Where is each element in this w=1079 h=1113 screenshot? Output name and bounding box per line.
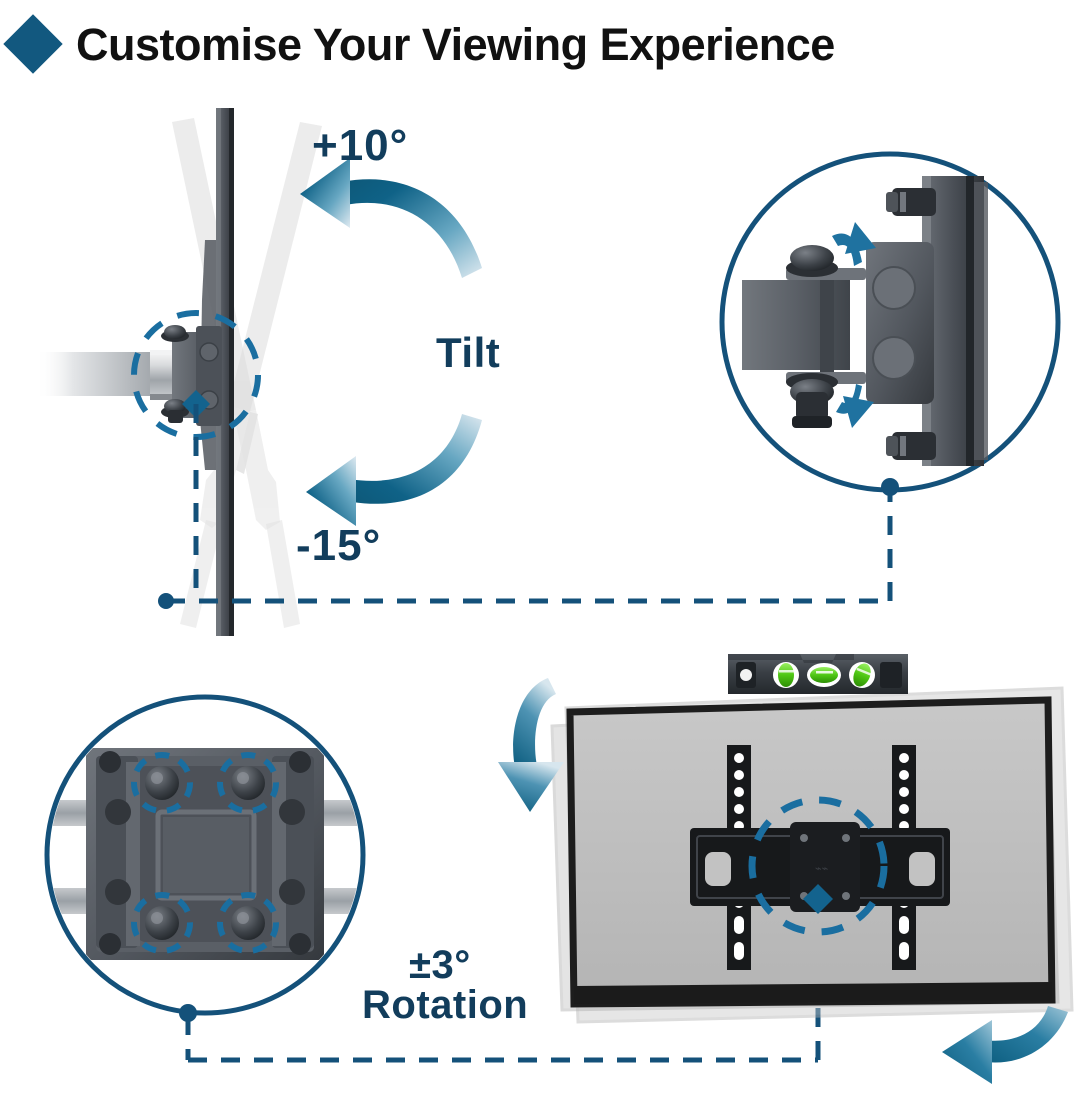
tilt-pivot-highlight bbox=[131, 310, 261, 440]
rotation-bolt-br bbox=[231, 906, 265, 940]
page-title: Customise Your Viewing Experience bbox=[76, 18, 835, 70]
curved-arrow-rotate-right bbox=[942, 1006, 1068, 1084]
level-vial-left bbox=[773, 662, 799, 688]
diamond-icon bbox=[3, 14, 63, 74]
leader-node-rotation bbox=[179, 1004, 197, 1022]
dashed-ring-bolt-tl bbox=[131, 752, 193, 814]
rotation-tv-view: ⌁⌁ bbox=[498, 654, 1074, 1084]
vertical-rail-left bbox=[727, 745, 751, 970]
bolt-head-bottom bbox=[786, 373, 838, 428]
spirit-level bbox=[728, 654, 908, 694]
vertical-rail-right bbox=[892, 745, 916, 970]
dashed-ring-bolt-br bbox=[217, 892, 279, 954]
tilt-highlight-node bbox=[182, 390, 210, 418]
page-header: Customise Your Viewing Experience bbox=[0, 8, 1079, 80]
bolt-head-top bbox=[786, 245, 838, 277]
tv-ghost-tilt-up bbox=[200, 122, 322, 528]
tv-side-profile bbox=[200, 108, 234, 636]
tilt-side-view-group bbox=[36, 108, 322, 636]
curved-arrow-tilt-down bbox=[306, 414, 482, 526]
curved-arrow-small-up bbox=[832, 222, 876, 266]
label-tilt-up-angle: +10° bbox=[312, 121, 409, 170]
leader-node-tilt-left bbox=[158, 593, 174, 609]
tv-ghost-rot-cw bbox=[550, 698, 1060, 1012]
tv-edge-screw-top bbox=[886, 188, 936, 216]
label-rotation-feature: Rotation bbox=[362, 983, 529, 1027]
rotation-centre-highlight bbox=[748, 796, 888, 936]
pivot-bolt-top bbox=[161, 325, 189, 342]
label-tilt-down-angle: -15° bbox=[296, 521, 382, 570]
curved-arrow-rotate-left bbox=[498, 678, 564, 812]
tilt-detail-callout bbox=[719, 151, 1061, 496]
curved-arrow-tilt-up bbox=[300, 158, 482, 278]
pivot-bolt-bottom bbox=[161, 399, 189, 423]
level-vial-centre bbox=[807, 663, 841, 687]
tilt-pivot-bracket bbox=[161, 325, 222, 426]
rotation-bolt-tl bbox=[145, 766, 179, 800]
rotation-bolt-tr bbox=[231, 766, 265, 800]
tv-ghost-lower bbox=[180, 520, 300, 628]
rotation-centre-node bbox=[803, 884, 833, 914]
tv-edge-screw-bottom bbox=[886, 432, 936, 460]
leader-line-rotation bbox=[185, 900, 821, 1063]
label-rotation-angle: ±3° bbox=[409, 943, 471, 987]
label-tilt-feature: Tilt bbox=[436, 329, 501, 376]
rotation-detail-callout bbox=[44, 694, 366, 1016]
curved-arrow-small-down bbox=[836, 384, 874, 428]
tv-ghost-rot-ccw bbox=[564, 686, 1074, 1024]
wall-mount-arm bbox=[36, 350, 212, 400]
rotation-bolt-bl bbox=[145, 906, 179, 940]
dashed-ring-bolt-bl bbox=[131, 892, 193, 954]
level-vial-right bbox=[849, 662, 875, 688]
tv-ghost-tilt-down bbox=[172, 118, 280, 530]
callout-anchor-node bbox=[881, 478, 899, 496]
tv-rear-panel bbox=[566, 696, 1056, 1008]
dashed-ring-bolt-tr bbox=[217, 752, 279, 814]
svg-text:⌁⌁: ⌁⌁ bbox=[815, 863, 828, 875]
leader-line-tilt bbox=[166, 404, 893, 604]
mount-bracket: ⌁⌁ bbox=[690, 822, 950, 912]
